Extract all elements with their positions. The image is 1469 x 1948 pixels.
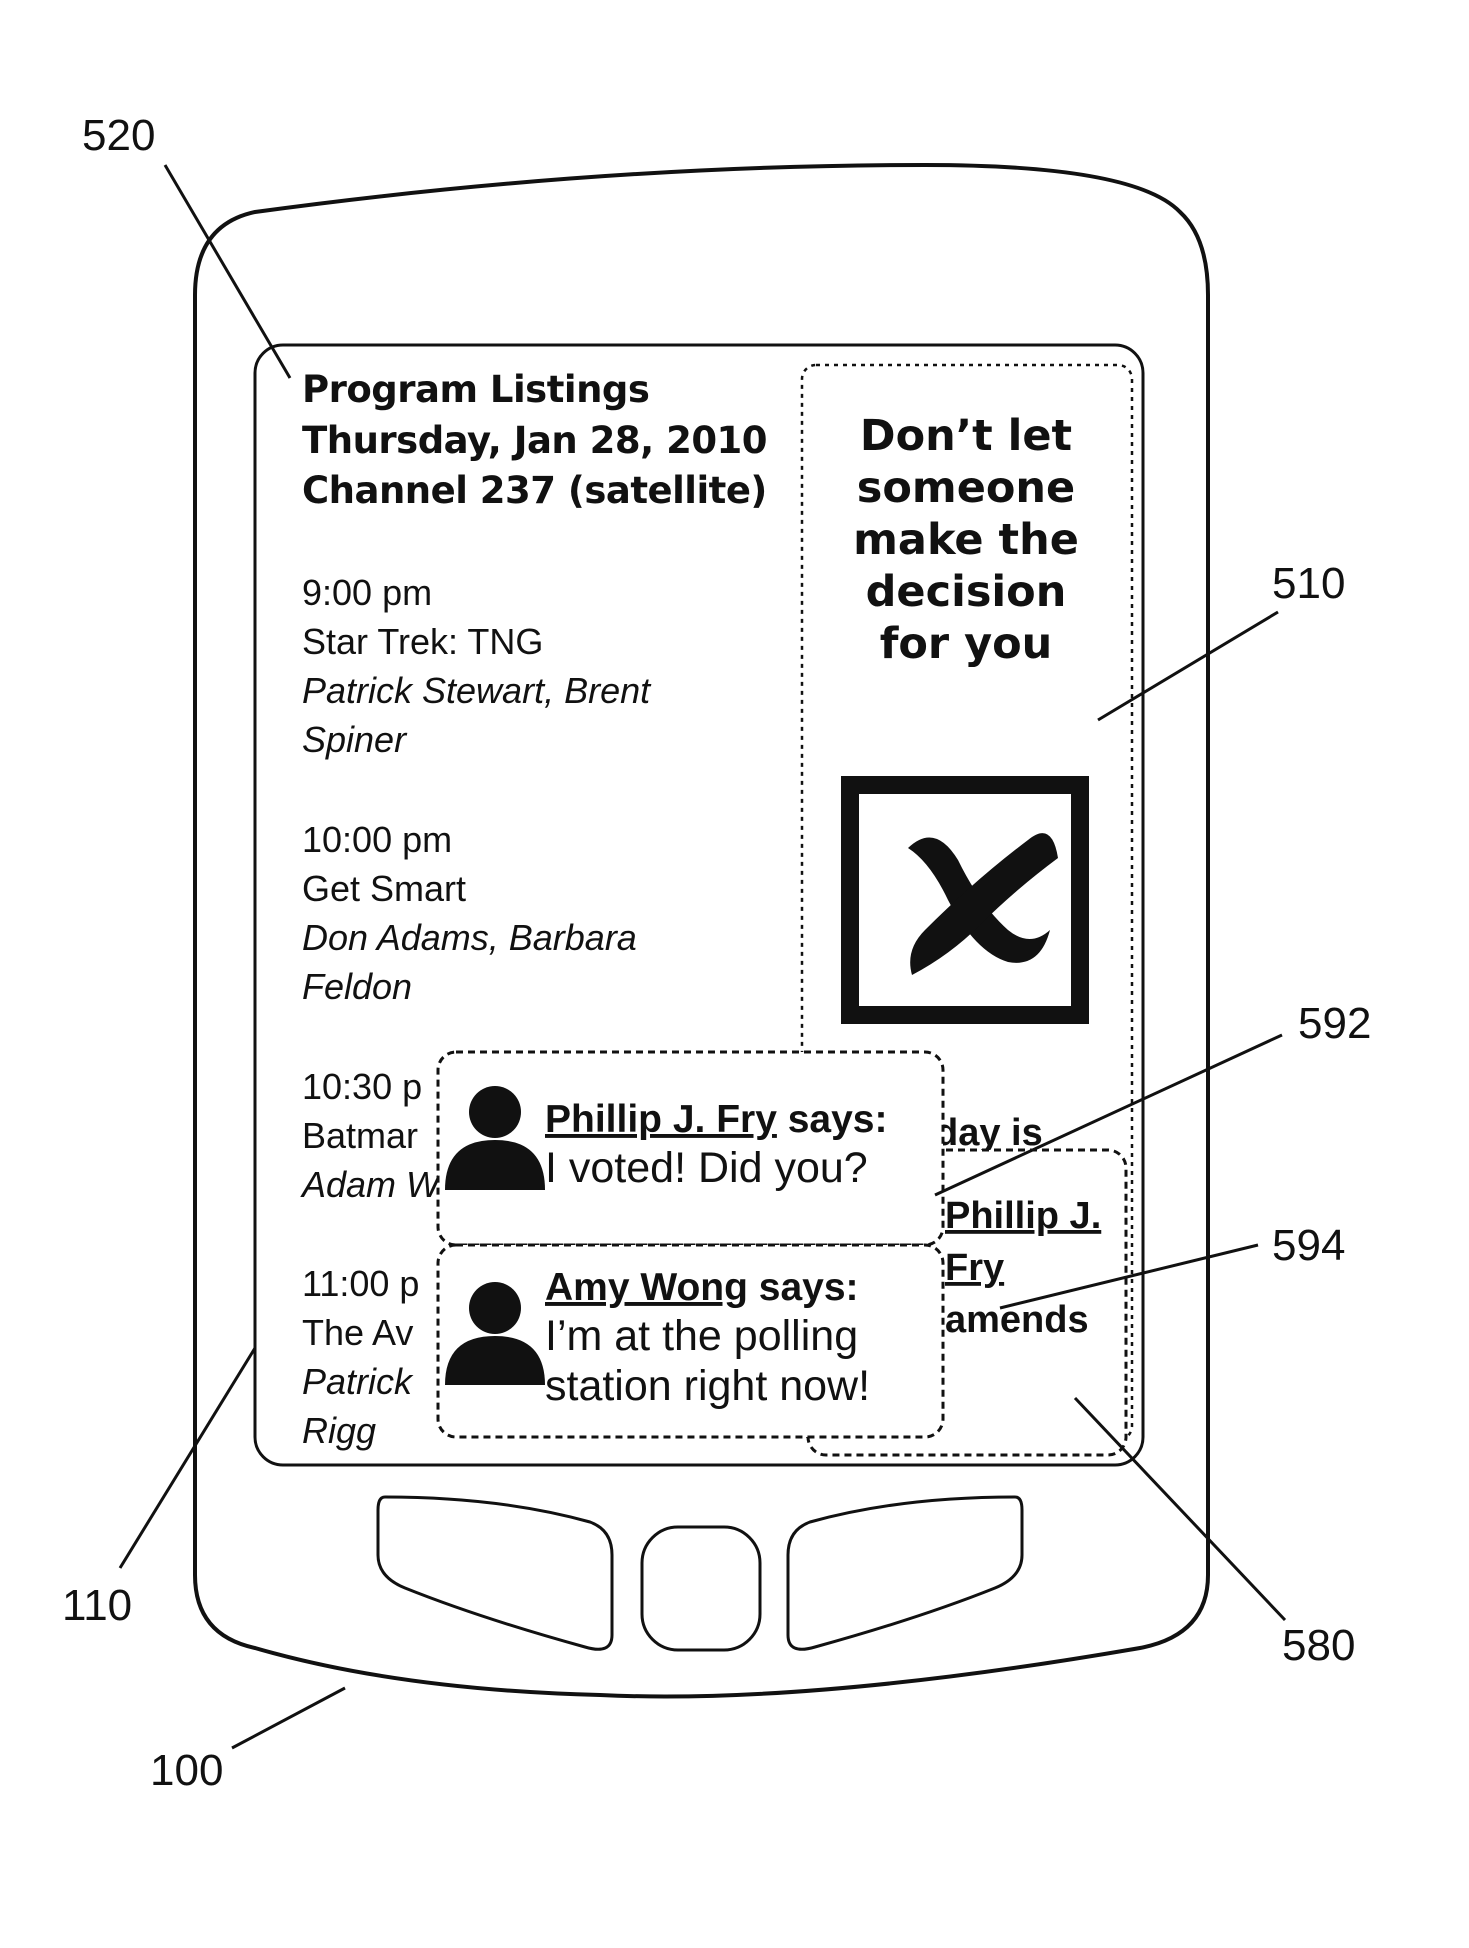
program-title: Batmar xyxy=(302,1115,418,1156)
program-cast: Don Adams, Barbara xyxy=(302,917,637,958)
program-cast: Rigg xyxy=(302,1410,376,1451)
listings-channel: Channel 237 (satellite) xyxy=(302,469,767,512)
program-cast: Spiner xyxy=(302,719,408,760)
chat-sender-name: Phillip J. Fry xyxy=(545,1098,777,1141)
listings-date: Thursday, Jan 28, 2010 xyxy=(302,419,767,462)
chat-message: Phillip J. Fry says: I voted! Did you? xyxy=(438,1052,943,1245)
ref-110: 110 xyxy=(62,1581,132,1630)
chat-says: says: xyxy=(777,1098,888,1141)
ref-580: 580 xyxy=(1282,1621,1355,1670)
ref-510: 510 xyxy=(1272,559,1345,608)
program-cast: Patrick xyxy=(302,1361,414,1402)
program-time: 10:30 p xyxy=(302,1066,422,1107)
program-cast: Adam W xyxy=(300,1164,443,1205)
program-title: Get Smart xyxy=(302,868,466,909)
program-time: 10:00 pm xyxy=(302,819,452,860)
chat-sender-name: Amy Wong xyxy=(545,1266,748,1309)
ad-text: someone xyxy=(857,463,1075,513)
program-cast: Patrick Stewart, Brent xyxy=(302,670,652,711)
ad-text: for you xyxy=(880,619,1053,669)
chat-panel-name: Phillip J. xyxy=(945,1195,1101,1237)
program-cast: Feldon xyxy=(302,966,412,1007)
center-key[interactable] xyxy=(642,1527,760,1650)
program-time: 11:00 p xyxy=(302,1263,419,1304)
ref-520: 520 xyxy=(82,111,155,160)
ad-text: decision xyxy=(866,567,1067,617)
ad-partial-text: day is xyxy=(935,1112,1043,1154)
chat-sender: Phillip J. Fry says: xyxy=(545,1098,887,1141)
ad-text: make the xyxy=(853,515,1079,565)
leader-line-100 xyxy=(232,1688,345,1748)
listings-title: Program Listings xyxy=(302,368,649,411)
chat-panel-name: Fry xyxy=(945,1247,1004,1289)
ref-592: 592 xyxy=(1298,999,1371,1048)
chat-says: says: xyxy=(748,1266,859,1309)
ref-594: 594 xyxy=(1272,1221,1345,1270)
ad-text: Don’t let xyxy=(860,411,1072,461)
program-time: 9:00 pm xyxy=(302,572,432,613)
program-title: The Av xyxy=(302,1312,413,1353)
chat-text: station right now! xyxy=(545,1362,870,1410)
program-title: Star Trek: TNG xyxy=(302,621,543,662)
ref-100: 100 xyxy=(150,1746,223,1795)
chat-sender: Amy Wong says: xyxy=(545,1266,859,1309)
chat-message: Amy Wong says: I’m at the polling statio… xyxy=(438,1245,943,1437)
chat-text: I voted! Did you? xyxy=(545,1144,868,1192)
chat-text: I’m at the polling xyxy=(545,1312,858,1360)
